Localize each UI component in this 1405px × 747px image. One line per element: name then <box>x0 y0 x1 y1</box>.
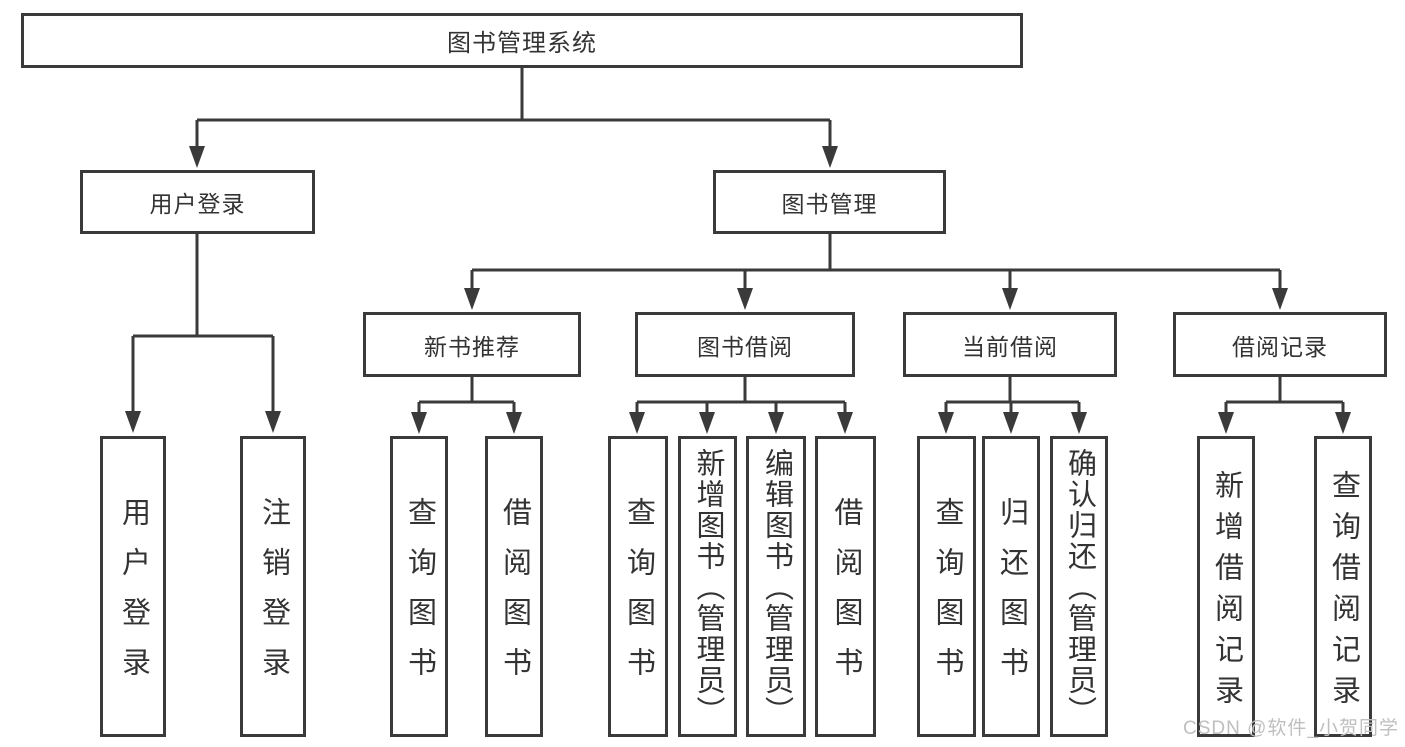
csdn-watermark: CSDN @软件_小贺同学 <box>1183 718 1399 739</box>
connector-new-book-to-leaves <box>411 377 522 434</box>
leaf-borrow-query-books: 查询图书 <box>608 436 668 737</box>
node-borrow-records-label: 借阅记录 <box>1232 333 1328 360</box>
leaf-confirm-return-admin: 确认归还（管理员） <box>1050 436 1108 737</box>
leaf-add-borrow-record: 新增借阅记录 <box>1197 436 1255 737</box>
arrowhead-icon <box>189 146 205 168</box>
leaf-borrow-books: 借阅图书 <box>815 436 876 737</box>
connector-user-login-to-leaves <box>125 234 281 433</box>
leaf-logout: 注销登录 <box>240 436 306 737</box>
node-book-borrow: 图书借阅 <box>635 312 855 377</box>
leaf-borrow-books-label: 借阅图书 <box>830 497 862 697</box>
leaf-confirm-return-admin-label: 确认归还（管理员） <box>1063 448 1096 727</box>
arrowhead-icon <box>1335 412 1351 434</box>
leaf-add-borrow-record-label: 新增借阅记录 <box>1210 469 1243 716</box>
node-user-login: 用户登录 <box>80 170 315 234</box>
arrowhead-icon <box>1002 288 1018 310</box>
leaf-query-borrow-record: 查询借阅记录 <box>1314 436 1372 737</box>
connector-book-management-to-level3 <box>464 234 1288 310</box>
arrowhead-icon <box>629 412 645 434</box>
arrowhead-icon <box>464 288 480 310</box>
leaf-add-books-admin-label: 新增图书（管理员） <box>692 448 724 727</box>
connector-root-to-level2 <box>189 68 838 168</box>
arrowhead-icon <box>1272 288 1288 310</box>
leaf-borrow-query-books-label: 查询图书 <box>622 497 655 697</box>
leaf-logout-label: 注销登录 <box>257 497 290 697</box>
arrowhead-icon <box>506 412 522 434</box>
arrowhead-icon <box>768 412 784 434</box>
arrowhead-icon <box>938 412 954 434</box>
node-current-borrow-label: 当前借阅 <box>962 333 1058 360</box>
leaf-newbook-borrow-books-label: 借阅图书 <box>498 497 531 697</box>
leaf-newbook-borrow-books: 借阅图书 <box>485 436 543 737</box>
node-book-management: 图书管理 <box>713 170 946 234</box>
leaf-add-books-admin: 新增图书（管理员） <box>678 436 737 737</box>
leaf-edit-books-admin: 编辑图书（管理员） <box>746 436 806 737</box>
node-root-system-label: 图书管理系统 <box>447 30 597 57</box>
node-new-book-recommend: 新书推荐 <box>363 312 581 377</box>
arrowhead-icon <box>837 412 853 434</box>
leaf-current-query-books: 查询图书 <box>917 436 976 737</box>
arrowhead-icon <box>1071 412 1087 434</box>
arrowhead-icon <box>265 411 281 433</box>
leaf-newbook-query-books-label: 查询图书 <box>403 497 436 697</box>
arrowhead-icon <box>411 412 427 434</box>
node-current-borrow: 当前借阅 <box>903 312 1117 377</box>
arrowhead-icon <box>737 288 753 310</box>
arrowhead-icon <box>1218 412 1234 434</box>
connector-current-borrow-to-leaves <box>938 377 1087 434</box>
leaf-return-books: 归还图书 <box>982 436 1040 737</box>
node-book-management-label: 图书管理 <box>781 191 878 217</box>
leaf-query-borrow-record-label: 查询借阅记录 <box>1327 469 1360 716</box>
leaf-user-login: 用户登录 <box>100 436 166 737</box>
leaf-current-query-books-label: 查询图书 <box>931 497 963 697</box>
arrowhead-icon <box>699 412 715 434</box>
node-user-login-label: 用户登录 <box>149 191 246 217</box>
node-borrow-records: 借阅记录 <box>1173 312 1387 377</box>
arrowhead-icon <box>1003 412 1019 434</box>
node-book-borrow-label: 图书借阅 <box>697 333 793 360</box>
leaf-user-login-label: 用户登录 <box>117 497 150 697</box>
node-root-system: 图书管理系统 <box>21 13 1023 68</box>
connector-book-borrow-to-leaves <box>629 377 853 434</box>
connector-borrow-records-to-leaves <box>1218 377 1351 434</box>
leaf-return-books-label: 归还图书 <box>995 497 1028 697</box>
arrowhead-icon <box>125 411 141 433</box>
leaf-newbook-query-books: 查询图书 <box>390 436 448 737</box>
arrowhead-icon <box>822 146 838 168</box>
leaf-edit-books-admin-label: 编辑图书（管理员） <box>760 448 793 727</box>
node-new-book-recommend-label: 新书推荐 <box>424 333 520 360</box>
